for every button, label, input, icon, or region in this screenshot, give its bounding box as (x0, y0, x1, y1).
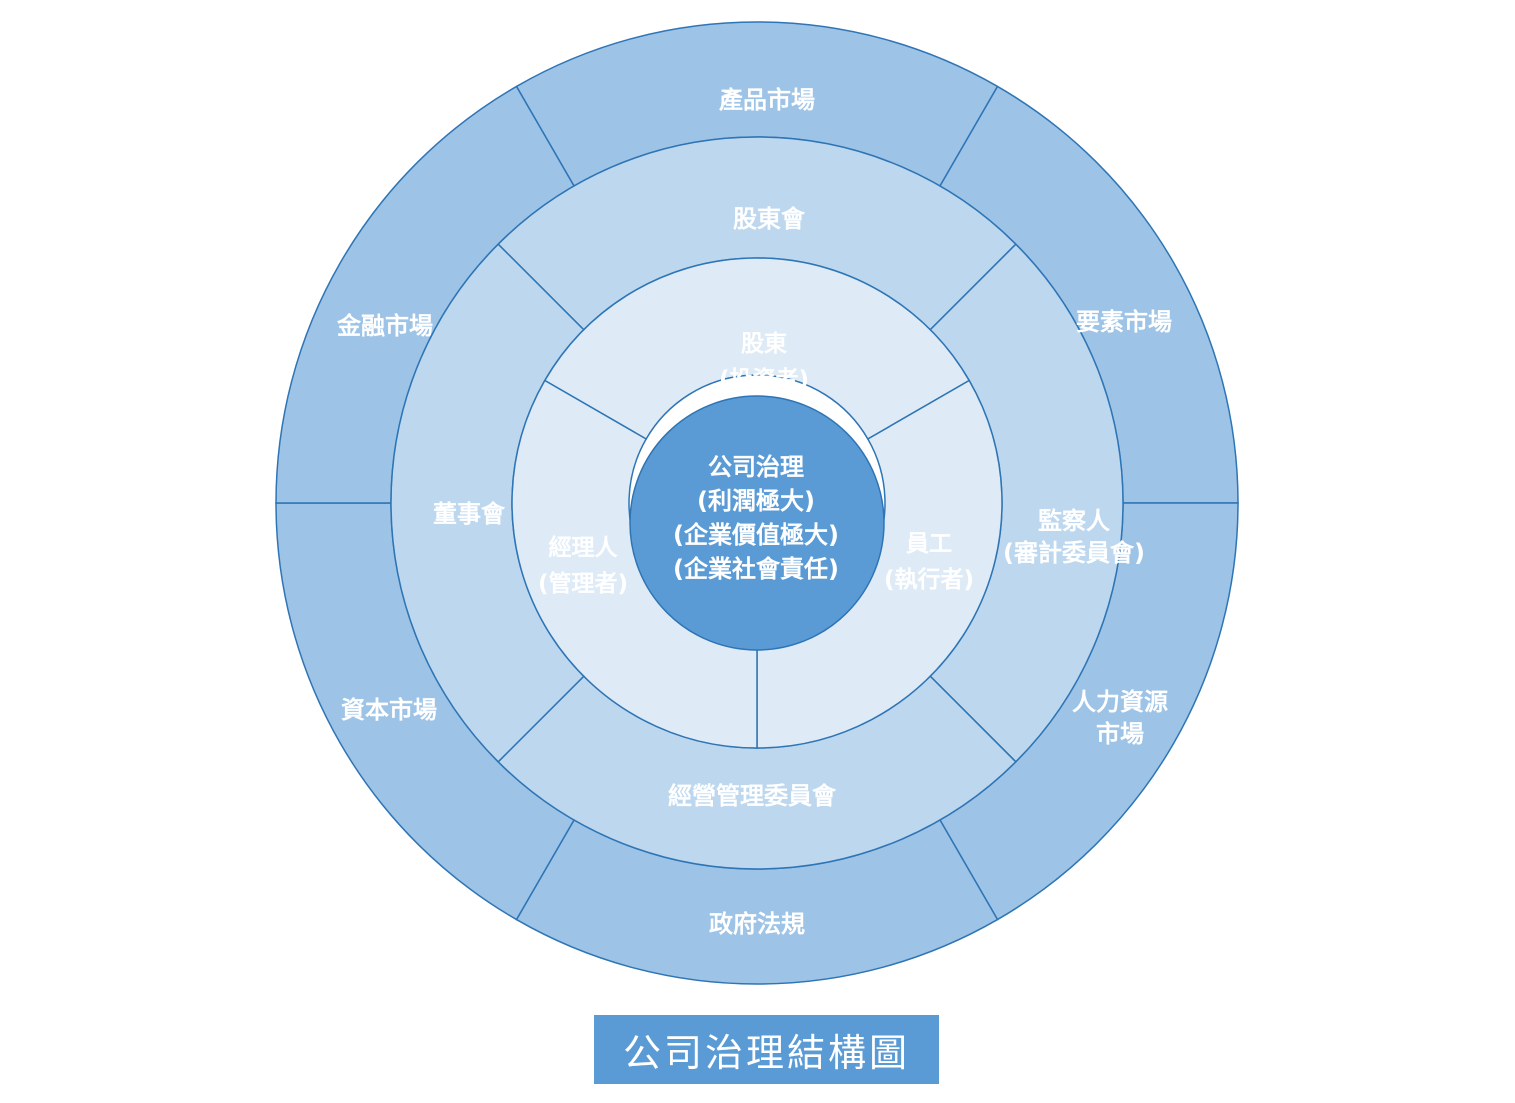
label-financial-market: 金融市場 (336, 312, 433, 340)
label-center-governance: 公司治理(利潤極大)(企業價值極大)(企業社會責任) (673, 453, 839, 583)
outer-ring (275, 21, 1239, 985)
inner-ring (511, 257, 1003, 749)
middle-ring (390, 136, 1124, 870)
label-government: 政府法規 (709, 910, 805, 938)
label-managers: 經理人(管理者) (538, 534, 628, 597)
label-hr-market: 人力資源市場 (1072, 688, 1168, 748)
label-employees: 員工(執行者) (884, 531, 974, 593)
diagram-caption: 公司治理結構圖 (594, 1015, 939, 1084)
label-factor-market: 要素市場 (1076, 308, 1172, 336)
label-capital-market: 資本市場 (341, 696, 437, 724)
center-hub (629, 395, 885, 651)
center-circle (629, 395, 885, 651)
label-shareholders: 股東(投資者) (719, 331, 809, 393)
inner-segment-shareholders (543, 257, 971, 441)
label-board: 董事會 (433, 500, 506, 528)
label-management-committee: 經營管理委員會 (668, 782, 837, 810)
label-supervisors: 監察人(審計委員會) (1003, 507, 1145, 567)
label-shareholders-meeting: 股東會 (733, 205, 806, 233)
label-product-market: 產品市場 (719, 86, 815, 114)
